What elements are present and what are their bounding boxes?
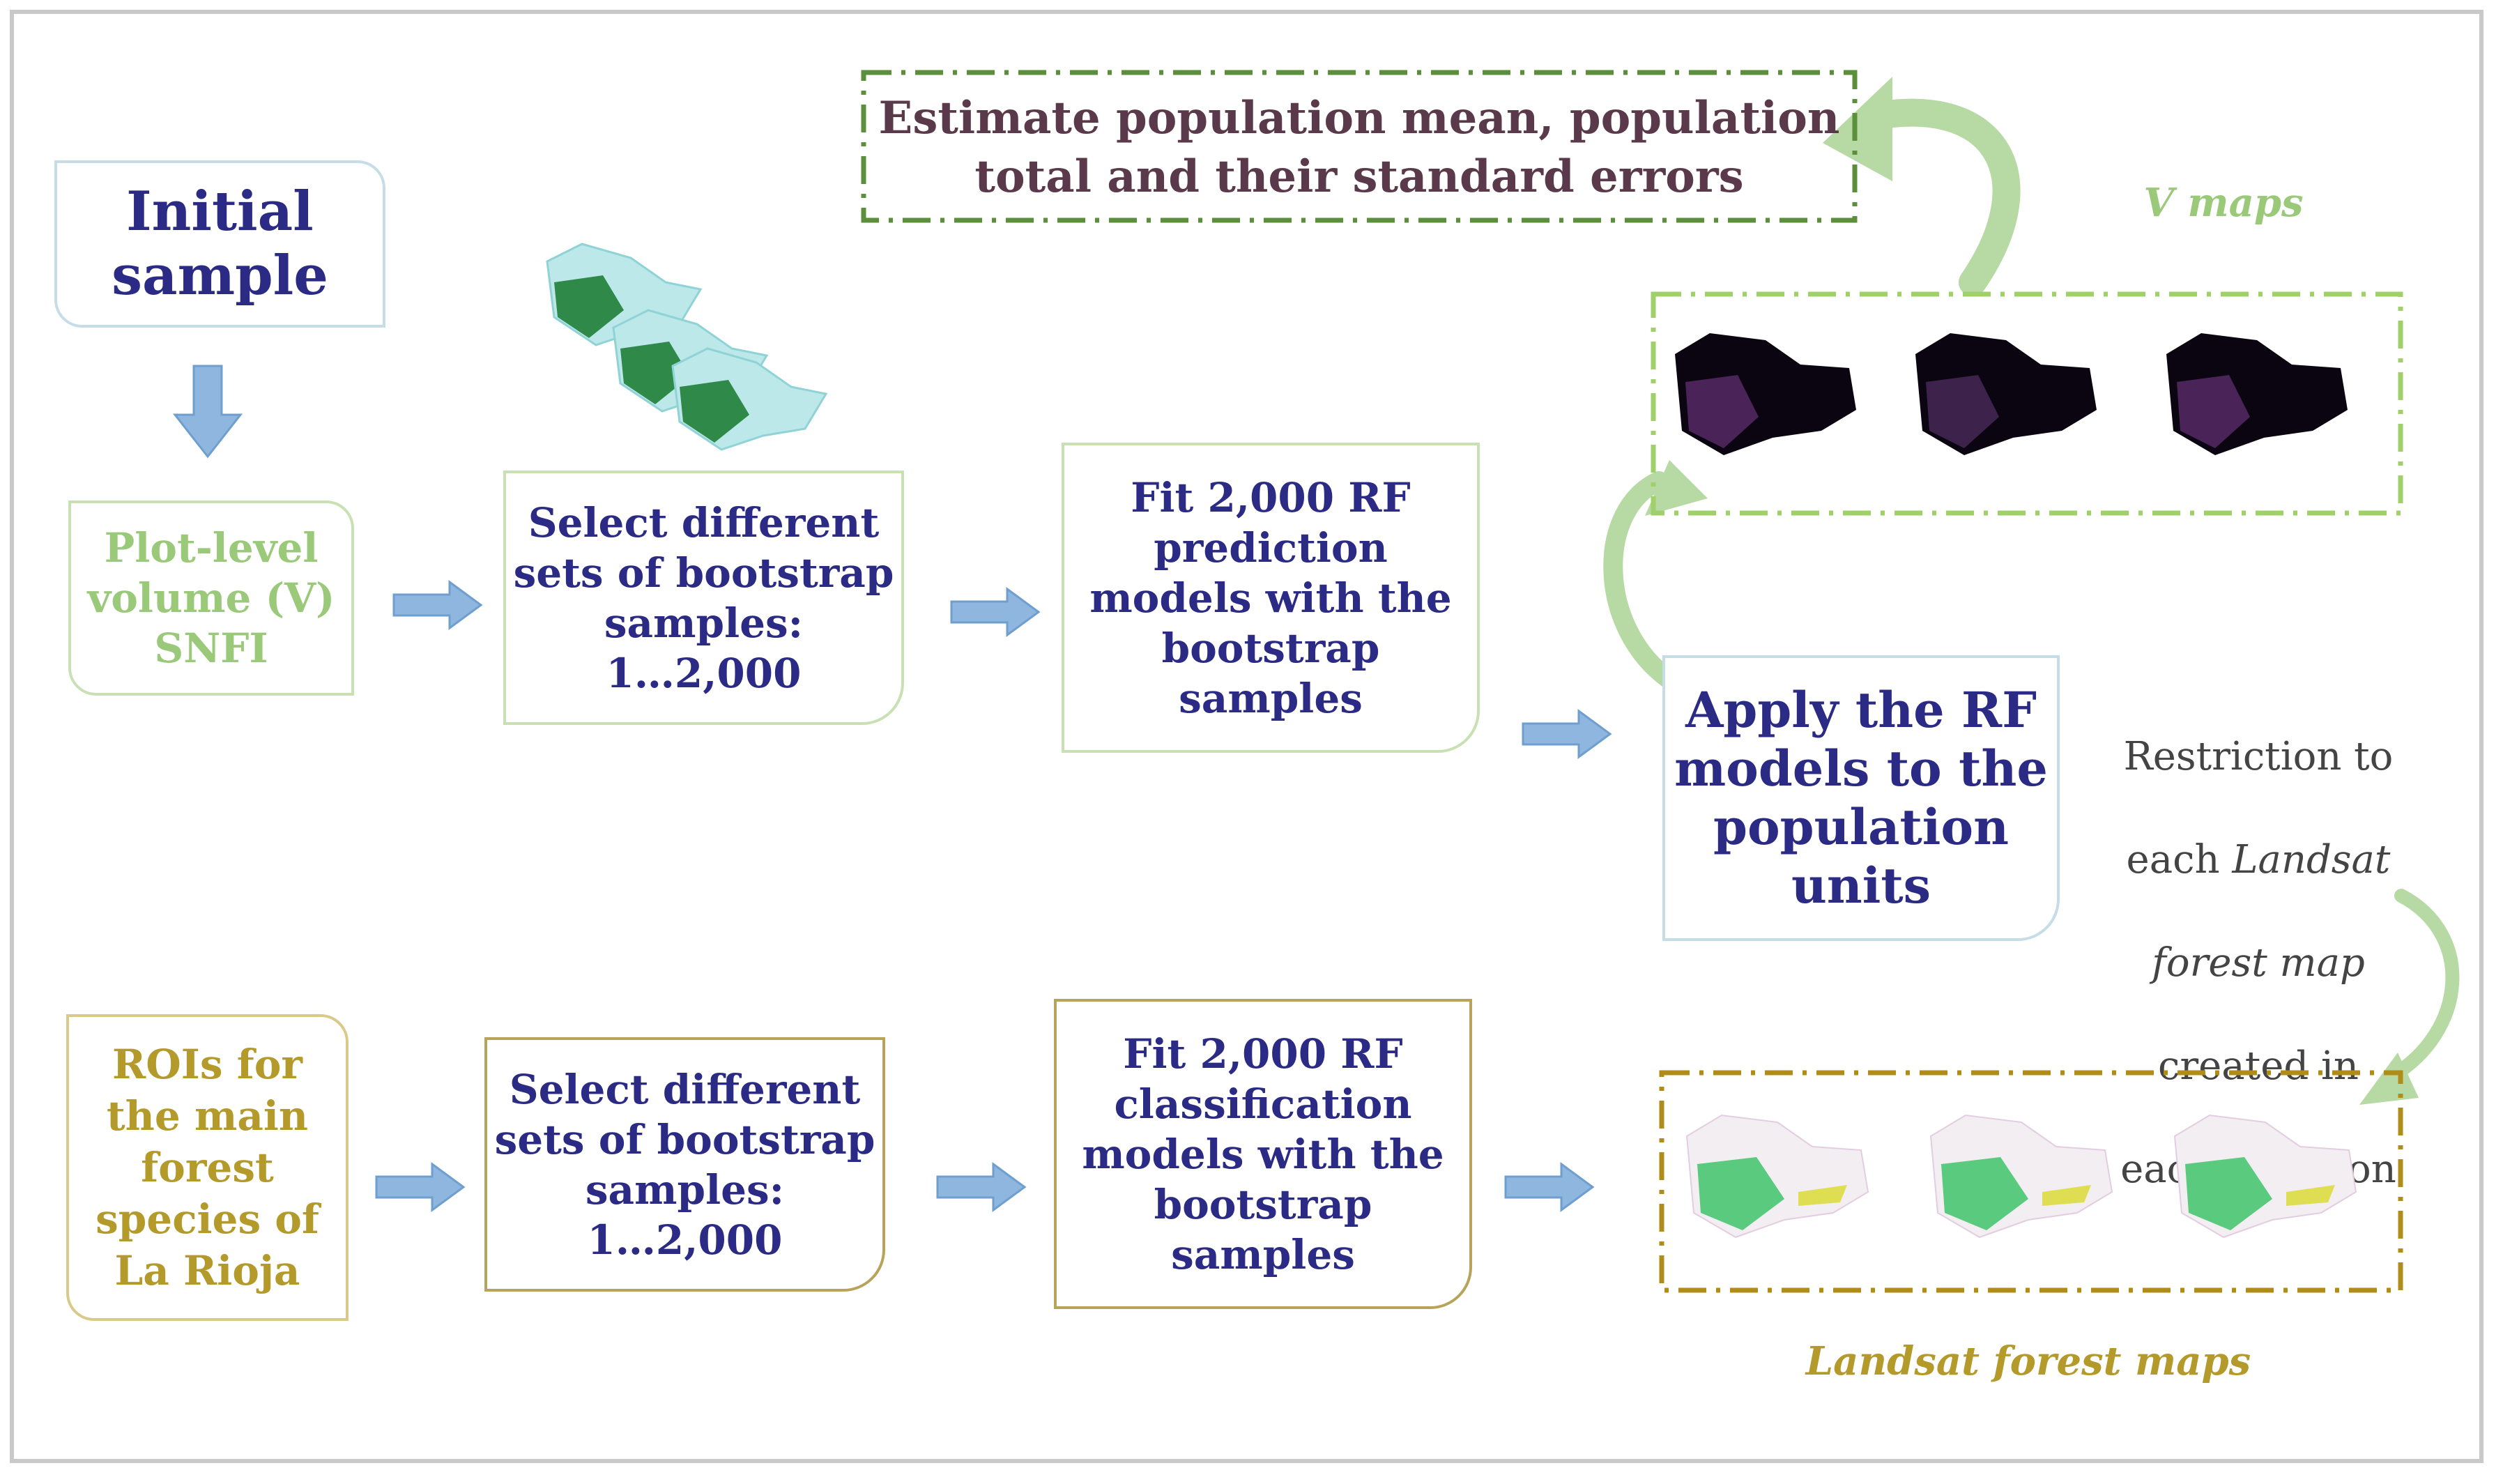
v-maps-box (1651, 291, 2403, 516)
apply-rf-label: Apply the RF models to the population un… (1674, 681, 2048, 915)
restriction-line2: each Landsat (2105, 834, 2412, 886)
fit-classification-label: Fit 2,000 RF classification models with … (1082, 1030, 1444, 1278)
select-bootstrap-top-label: Select different sets of bootstrap sampl… (513, 498, 894, 697)
restriction-line3: forest map (2105, 938, 2412, 989)
initial-sample-label: Initial sample (112, 180, 328, 307)
restriction-each: each (2126, 837, 2233, 882)
arrow-plot-to-select (392, 580, 483, 630)
estimate-border (861, 70, 1858, 223)
select-bootstrap-bottom-label: Select different sets of bootstrap sampl… (494, 1065, 875, 1264)
curve-apply-to-vmaps (1603, 471, 1679, 689)
plot-level-box: Plot-level volume (V) SNFI (68, 500, 354, 696)
curve-vmaps-to-estimate (1868, 98, 2021, 296)
curve-restriction-to-landsat (2384, 889, 2460, 1084)
restriction-line4: created in (2158, 1043, 2359, 1089)
select-bootstrap-top-box: Select different sets of bootstrap sampl… (503, 471, 904, 725)
landsat-maps-box (1659, 1070, 2403, 1293)
v-maps-label: V maps (2143, 180, 2304, 226)
arrow-fit-to-apply (1522, 709, 1612, 759)
rois-label: ROIs for the main forest species of La R… (95, 1041, 319, 1294)
restriction-forest-map: forest map (2152, 940, 2365, 986)
plot-level-label: Plot-level volume (V) SNFI (87, 524, 335, 672)
estimate-text: Estimate population mean, population tot… (878, 92, 1840, 203)
arrow-select2-to-fit2 (936, 1162, 1027, 1212)
bootstrap-maps-icon (546, 243, 828, 451)
restriction-line1: Restriction to (2123, 734, 2394, 779)
landsat-maps-icon (1659, 1070, 2403, 1293)
fit-prediction-box: Fit 2,000 RF prediction models with the … (1062, 443, 1480, 753)
figure-frame (10, 10, 2483, 1463)
estimate-box: Estimate population mean, population tot… (861, 70, 1858, 223)
initial-sample-box: Initial sample (54, 160, 385, 328)
landsat-maps-label: Landsat forest maps (1805, 1338, 2251, 1384)
v-maps-icon (1651, 291, 2403, 516)
fit-prediction-label: Fit 2,000 RF prediction models with the … (1089, 473, 1452, 722)
apply-rf-box: Apply the RF models to the population un… (1662, 655, 2060, 941)
arrowhead-vmaps (1645, 460, 1708, 516)
rois-box: ROIs for the main forest species of La R… (66, 1014, 349, 1321)
arrowhead-landsat (2359, 1053, 2419, 1105)
arrowhead-estimate (1823, 77, 1892, 181)
arrow-fit2-to-landsat (1504, 1162, 1595, 1212)
arrow-select-to-fit (950, 587, 1041, 637)
select-bootstrap-bottom-box: Select different sets of bootstrap sampl… (484, 1037, 885, 1292)
restriction-landsat: Landsat (2232, 837, 2391, 882)
arrow-rois-to-select (375, 1162, 466, 1212)
fit-classification-box: Fit 2,000 RF classification models with … (1054, 999, 1472, 1309)
arrow-down-initial (172, 365, 243, 459)
